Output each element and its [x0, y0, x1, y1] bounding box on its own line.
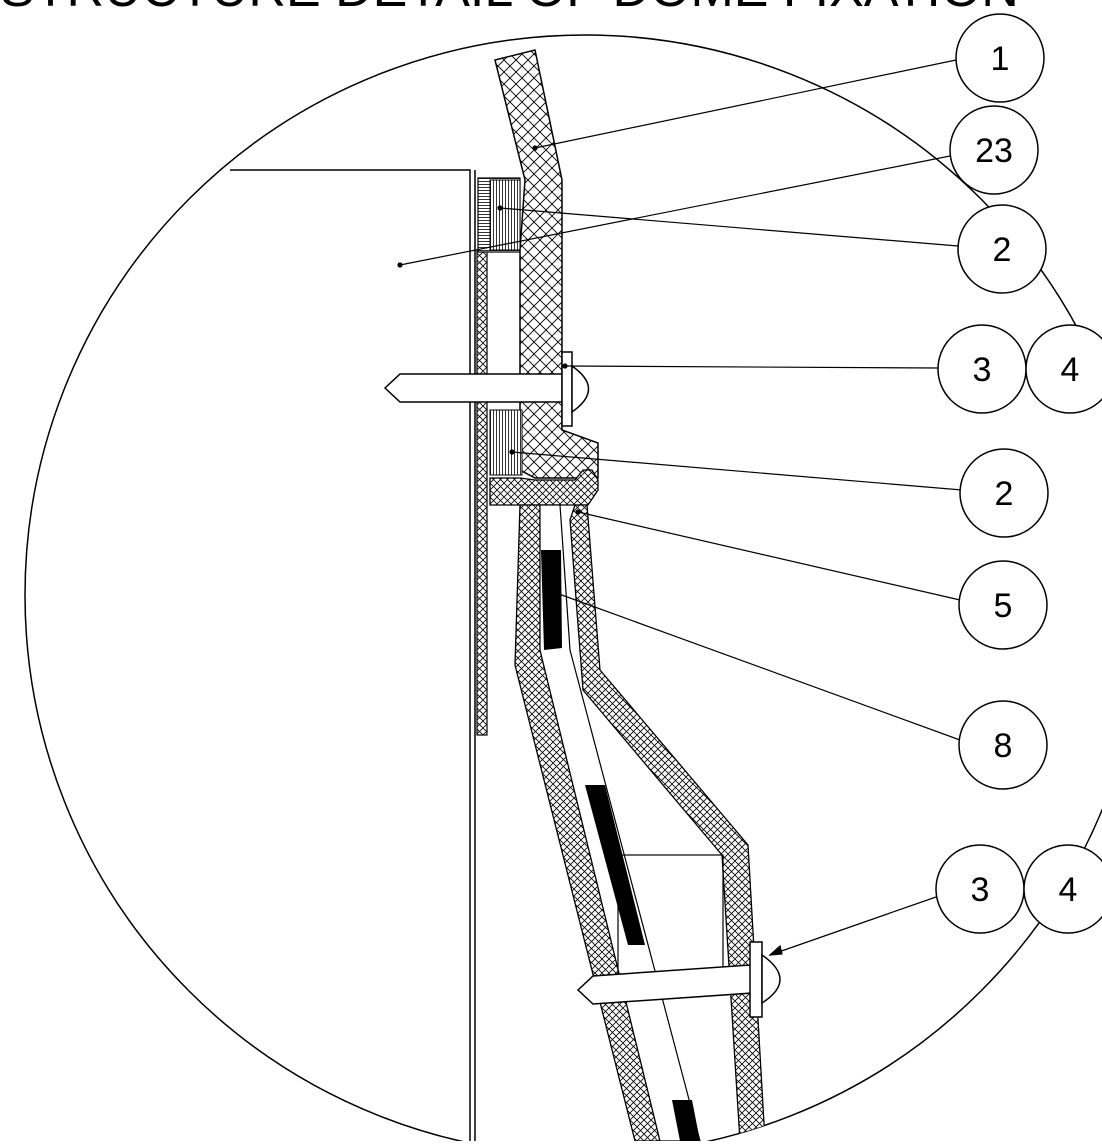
balloon-8: 8 — [958, 700, 1048, 790]
leader-3-4-upper — [564, 365, 939, 369]
balloon-3-lower: 3 — [935, 844, 1025, 934]
section-drawing — [230, 49, 781, 1142]
black-seal-strip-2 — [585, 785, 645, 945]
balloon-1: 1 — [955, 13, 1045, 103]
balloon-2-upper: 2 — [957, 204, 1047, 294]
leader-3-4-lower — [769, 896, 937, 956]
balloon-3-upper-label: 3 — [973, 351, 992, 389]
balloon-3-lower-label: 3 — [971, 871, 990, 909]
lower-bolt-washer — [749, 941, 763, 1018]
balloon-3-upper: 3 — [937, 324, 1027, 414]
face-plate — [476, 249, 488, 736]
balloon-1-label: 1 — [991, 40, 1010, 78]
spacer-upper-inner — [489, 179, 521, 251]
leader-23 — [399, 155, 951, 266]
bracket-part — [489, 469, 599, 506]
balloon-23: 23 — [949, 105, 1039, 195]
dome-shell — [494, 49, 599, 479]
balloon-2-lower: 2 — [959, 448, 1049, 538]
balloon-4-lower: 4 — [1023, 844, 1102, 934]
balloon-4-upper-label: 4 — [1061, 351, 1080, 389]
leader-5 — [577, 511, 961, 601]
leader-2-upper — [499, 207, 959, 247]
balloon-4-upper: 4 — [1025, 324, 1102, 414]
balloon-5: 5 — [958, 560, 1048, 650]
upper-bolt-shank — [383, 373, 563, 403]
black-seal-strip-1 — [541, 550, 562, 650]
balloon-4-lower-label: 4 — [1059, 871, 1078, 909]
balloon-8-label: 8 — [994, 727, 1013, 765]
leader-lines — [397, 59, 963, 956]
balloon-23-label: 23 — [975, 132, 1013, 170]
black-seal-strip-3 — [672, 1100, 700, 1141]
lower-bolt-head — [761, 953, 781, 1005]
upper-bolt-washer — [561, 351, 573, 427]
leader-8 — [547, 589, 961, 741]
balloon-2-lower-label: 2 — [995, 475, 1014, 513]
leader-1 — [534, 59, 957, 149]
spacer-lower — [489, 409, 523, 476]
detail-circle — [24, 34, 1102, 1146]
leader-2-lower — [511, 451, 963, 491]
balloon-5-label: 5 — [994, 587, 1013, 625]
main-structure-block — [230, 169, 471, 1141]
drawing-title: STRUCTURE DETAIL OF DOME FIXATION — [0, 0, 1019, 18]
upper-bolt-head — [571, 364, 590, 414]
balloon-2-upper-label: 2 — [993, 231, 1012, 269]
balloons: 1 23 2 3 4 2 5 8 — [935, 13, 1102, 934]
